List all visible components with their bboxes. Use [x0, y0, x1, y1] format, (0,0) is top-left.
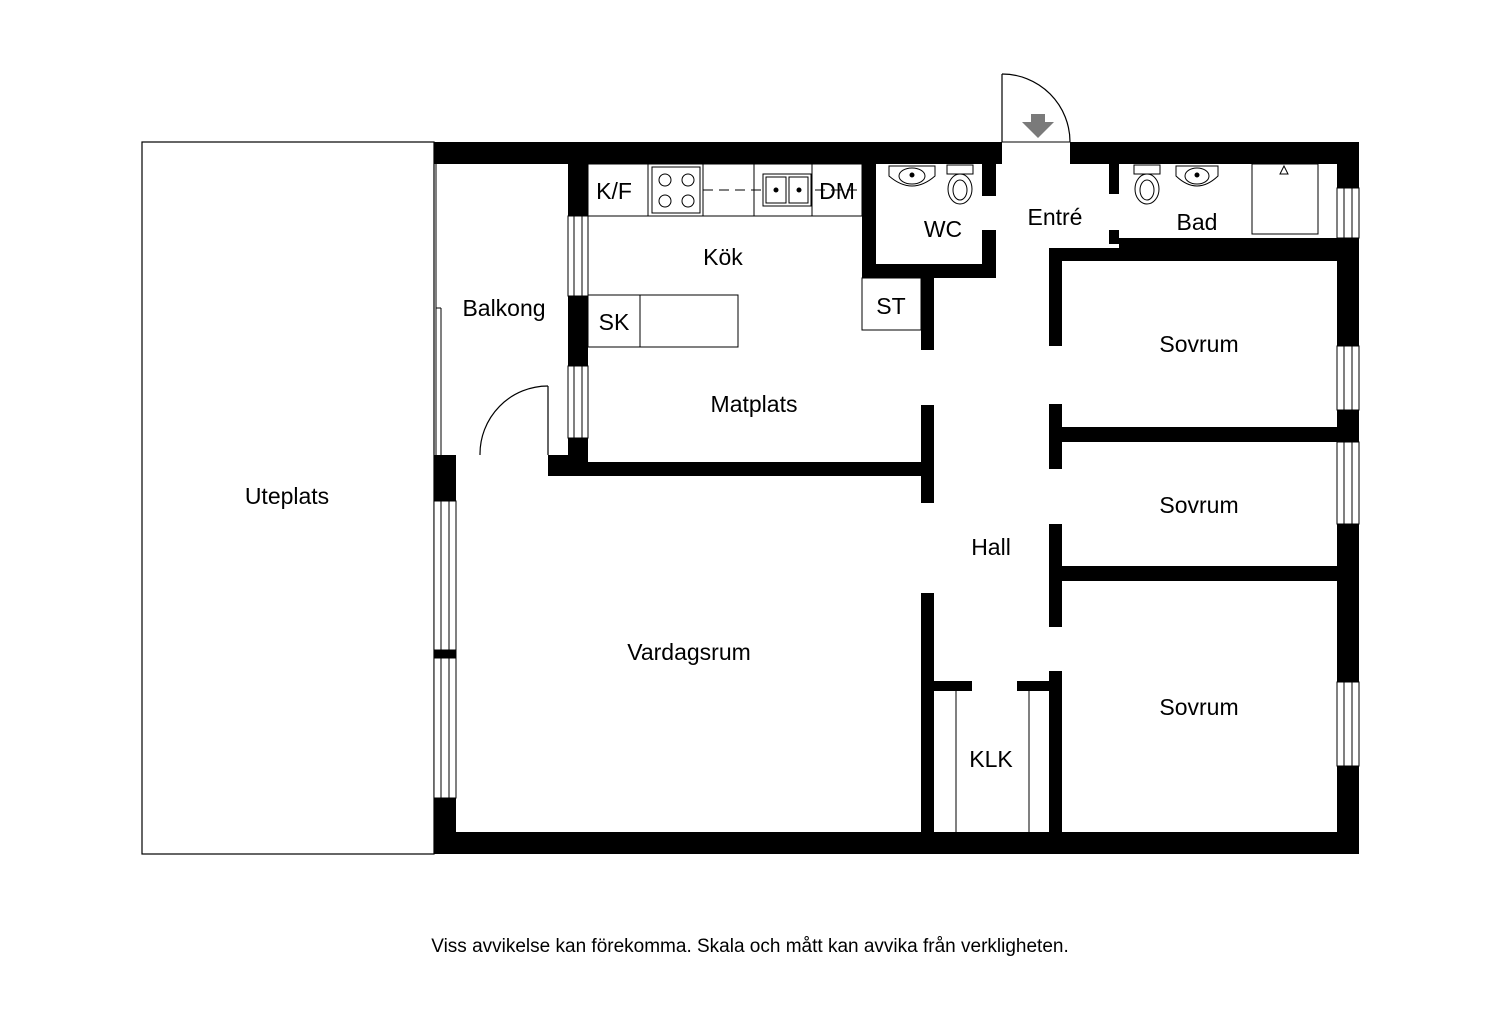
room-label-kok: Kök [703, 244, 743, 270]
entrance-arrow-icon [1022, 114, 1054, 138]
windows [433, 187, 1360, 799]
room-label-sovrum-2: Sovrum [1159, 492, 1238, 518]
room-label-klk: KLK [969, 746, 1013, 772]
kitchen-sink-icon [762, 173, 812, 207]
wc-toilet-icon [946, 164, 974, 205]
fixture-label-st: ST [876, 293, 905, 319]
room-label-balkong: Balkong [462, 295, 545, 321]
room-label-hall: Hall [971, 534, 1011, 560]
bad-toilet-icon [1133, 164, 1161, 205]
fixture-label-dm: DM [819, 178, 855, 204]
fixture-label-kf: K/F [596, 178, 632, 204]
entry-door [1001, 73, 1071, 143]
balkong-outline [435, 162, 442, 455]
disclaimer-text: Viss avvikelse kan förekomma. Skala och … [431, 936, 1069, 957]
balcony-door [479, 385, 549, 456]
closet-lines [955, 691, 1030, 832]
shower-icon [1251, 163, 1319, 235]
fixture-label-sk: SK [599, 309, 630, 335]
room-label-bad: Bad [1177, 209, 1218, 235]
room-label-matplats: Matplats [711, 391, 798, 417]
kitchen-counter [587, 163, 863, 217]
room-label-uteplats: Uteplats [245, 483, 329, 509]
interior-walls [548, 164, 1337, 832]
room-label-entre: Entré [1028, 204, 1083, 230]
storage-box [861, 277, 922, 331]
room-label-vardagsrum: Vardagsrum [627, 639, 751, 665]
stove-icon [651, 166, 701, 214]
room-label-sovrum-1: Sovrum [1159, 331, 1238, 357]
wc-washbasin-icon [888, 165, 936, 187]
bad-washbasin-icon [1175, 165, 1219, 187]
room-label-wc: WC [924, 216, 962, 242]
room-label-sovrum-3: Sovrum [1159, 694, 1238, 720]
kitchen-island [587, 294, 739, 348]
outer-walls [434, 142, 1359, 854]
